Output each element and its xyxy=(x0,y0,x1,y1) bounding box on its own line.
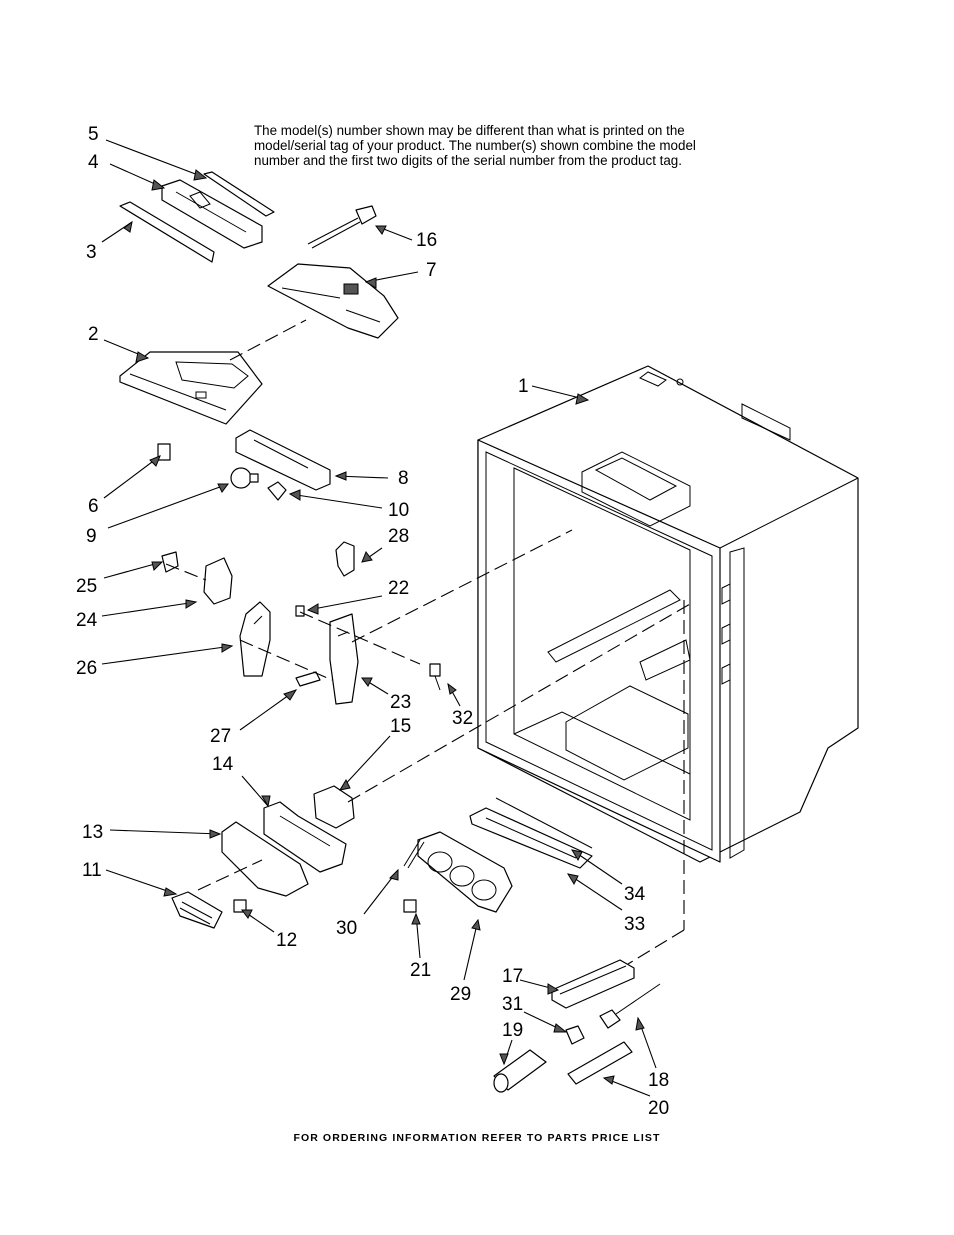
callout-8: 8 xyxy=(398,468,409,489)
part-5-plate xyxy=(203,171,275,217)
part-32-screw xyxy=(429,663,441,691)
callout-labels: 5 4 3 16 7 2 1 8 6 10 9 28 25 22 24 26 2… xyxy=(76,124,669,1119)
assembly-lines xyxy=(165,319,691,965)
callout-28: 28 xyxy=(388,526,409,547)
part-28-seal xyxy=(335,541,355,577)
part-30-probe xyxy=(403,839,425,869)
callout-9: 9 xyxy=(86,526,97,547)
part-20-bracket xyxy=(567,1041,633,1085)
callout-27: 27 xyxy=(210,726,231,747)
part-33-bracket xyxy=(469,807,593,869)
part-15-motor xyxy=(313,785,355,829)
callout-19: 19 xyxy=(502,1020,523,1041)
part-34-rod xyxy=(495,797,593,849)
part-2-control-housing xyxy=(119,351,263,425)
callout-31: 31 xyxy=(502,994,523,1015)
part-10-socket xyxy=(267,481,287,501)
part-27-tab xyxy=(295,671,321,687)
callout-24: 24 xyxy=(76,610,98,631)
part-31-valve xyxy=(565,1025,585,1045)
callout-21: 21 xyxy=(410,960,431,981)
callout-5: 5 xyxy=(88,124,99,145)
callout-6: 6 xyxy=(88,496,99,517)
part-6-switch xyxy=(157,443,171,461)
leader-arrowheads xyxy=(123,169,645,1085)
part-16-sensor xyxy=(307,205,377,249)
callout-7: 7 xyxy=(426,260,437,281)
callout-34: 34 xyxy=(624,884,646,905)
callout-1: 1 xyxy=(518,376,529,397)
callout-12: 12 xyxy=(276,930,297,951)
callout-25: 25 xyxy=(76,576,97,597)
part-4-housing xyxy=(161,179,263,249)
callout-20: 20 xyxy=(648,1098,669,1119)
part-26-duct xyxy=(239,601,271,677)
part-25-clip xyxy=(161,551,179,573)
callout-2: 2 xyxy=(88,324,99,345)
part-3-strip xyxy=(119,201,215,263)
callout-16: 16 xyxy=(416,230,437,251)
part-8-lamp-cover xyxy=(235,429,331,491)
callout-32: 32 xyxy=(452,708,473,729)
ordering-footer: FOR ORDERING INFORMATION REFER TO PARTS … xyxy=(293,1132,661,1144)
callout-23: 23 xyxy=(390,692,411,713)
callout-29: 29 xyxy=(450,984,471,1005)
callout-4: 4 xyxy=(88,152,99,173)
model-number-note: The model(s) number shown may be differe… xyxy=(254,123,774,168)
part-29-heater-coil xyxy=(417,831,513,913)
part-24-bracket xyxy=(203,557,233,605)
part-13-tray xyxy=(221,821,309,897)
part-11-grille xyxy=(171,891,223,929)
part-1-liner xyxy=(477,365,859,863)
part-19-filter xyxy=(493,1049,547,1093)
callout-3: 3 xyxy=(86,242,97,263)
part-17-housing xyxy=(551,959,635,1009)
callout-33: 33 xyxy=(624,914,645,935)
part-9-bulb xyxy=(230,467,259,489)
part-7-cover xyxy=(267,263,399,339)
part-18-probe xyxy=(599,983,661,1029)
callout-14: 14 xyxy=(212,754,234,775)
part-21-screw xyxy=(403,899,417,913)
note-line-1: The model(s) number shown may be differe… xyxy=(254,123,685,138)
callout-13: 13 xyxy=(82,822,103,843)
callout-17: 17 xyxy=(502,966,523,987)
note-line-3: number and the first two digits of the s… xyxy=(254,153,682,168)
callout-26: 26 xyxy=(76,658,97,679)
callout-10: 10 xyxy=(388,500,409,521)
note-line-2: model/serial tag of your product. The nu… xyxy=(254,138,696,153)
callout-22: 22 xyxy=(388,578,409,599)
part-22-clip xyxy=(295,605,305,617)
part-23-cover xyxy=(329,613,359,705)
part-14-bracket xyxy=(263,801,347,873)
callout-11: 11 xyxy=(82,860,102,881)
callout-30: 30 xyxy=(336,918,357,939)
callout-15: 15 xyxy=(390,716,411,737)
callout-18: 18 xyxy=(648,1070,669,1091)
